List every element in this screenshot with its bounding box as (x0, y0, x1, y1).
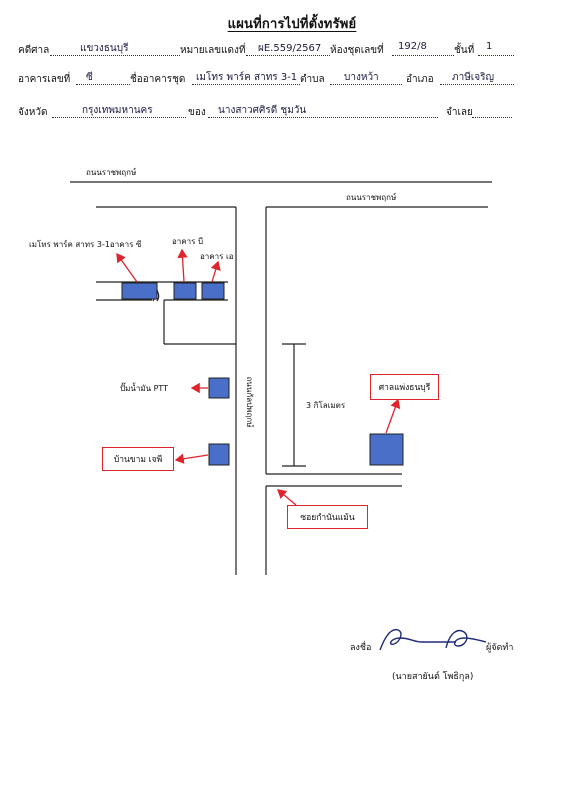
condo-dots (192, 84, 300, 85)
district-value: ภาษีเจริญ (452, 72, 494, 83)
subdistrict-label: ตำบล (300, 74, 325, 85)
soi-box: ซอยกำนันแม้น (287, 505, 368, 529)
defendant-dots (472, 117, 512, 118)
owner-dots (208, 117, 438, 118)
court-dots (50, 55, 180, 56)
subdistrict-dots (330, 84, 402, 85)
floor-label: ชั้นที่ (454, 45, 475, 56)
building-no-value: ซี (86, 72, 93, 83)
preparer-role: ผู้จัดทำ (486, 643, 514, 653)
province-dots (52, 117, 186, 118)
building-c (121, 282, 158, 300)
province-label: จังหวัด (18, 107, 48, 118)
sign-label: ลงชื่อ (350, 643, 372, 653)
district-label: อำเภอ (406, 74, 434, 85)
ptt-station (208, 377, 230, 399)
ptt-label: ปั๊มน้ำมัน PTT (120, 382, 168, 393)
signature-mark (379, 628, 487, 651)
building-no-dots (76, 84, 130, 85)
house-box: บ้านขาม เจพี (102, 447, 174, 471)
case-no-dots (246, 55, 330, 56)
road-vertical-label: ถนนกัลปพฤกษ์ (245, 377, 255, 428)
subdistrict-value: บางหว้า (344, 72, 379, 83)
condo-value: เมโทร พาร์ค สาทร 3-1 (196, 72, 298, 83)
owner-label: ของ (188, 107, 206, 118)
shrine-building (369, 433, 404, 466)
room-label: ห้องชุดเลขที่ (330, 45, 384, 56)
arrows (116, 248, 401, 506)
page-title: แผนที่การไปที่ตั้งทรัพย์ (227, 17, 357, 32)
condo-label: ชื่ออาคารชุด (130, 74, 186, 85)
owner-value: นางสาวศศิรดี ชุมวัน (218, 105, 307, 116)
shrine-box: ศาลแพ่งธนบุรี (370, 374, 439, 400)
building-no-label: อาคารเลขที่ (18, 74, 71, 85)
road-lines (70, 181, 492, 575)
floor-dots (478, 55, 514, 56)
building-a (201, 282, 225, 300)
case-no-value: ผE.559/2567 (258, 43, 322, 54)
defendant-label: จำเลย (446, 107, 473, 118)
court-value: แขวงธนบุรี (80, 43, 129, 54)
province-value: กรุงเทพมหานคร (82, 105, 153, 116)
room-value: 192/8 (398, 41, 427, 52)
floor-value: 1 (486, 41, 493, 52)
building-a-label: อาคาร เอ (200, 252, 234, 261)
room-dots (392, 55, 454, 56)
condo-map-label: เมโทร พาร์ค สาทร 3-1อาคาร ซี (29, 239, 142, 249)
court-label: คดีศาล (18, 45, 50, 56)
buildings (121, 282, 404, 466)
case-no-label: หมายเลขแดงที่ (180, 45, 246, 56)
road-top-left-label: ถนนราชพฤกษ์ (86, 167, 136, 177)
house-building (208, 443, 230, 466)
preparer-name: (นายสายันต์ โพธิกุล) (392, 672, 474, 682)
road-top-right-label: ถนนราชพฤกษ์ (346, 192, 396, 202)
building-b (173, 282, 197, 300)
district-dots (440, 84, 514, 85)
building-b-label: อาคาร บี (172, 237, 203, 246)
distance-label: 3 กิโลเมตร (306, 400, 346, 410)
